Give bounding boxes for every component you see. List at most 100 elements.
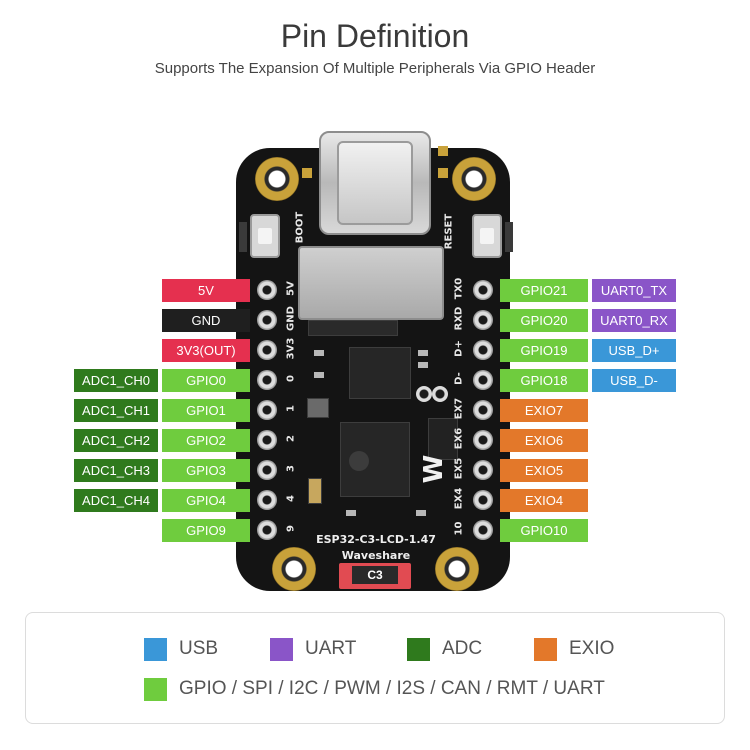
- legend-text: USB: [179, 638, 219, 659]
- svg-text:W: W: [419, 455, 448, 484]
- pin-hole: [257, 280, 277, 300]
- pin-label-3v3: 3V3(OUT): [162, 339, 250, 362]
- pad: [302, 168, 312, 178]
- adc-label: ADC1_CH1: [74, 399, 158, 422]
- boot-button-side: [239, 222, 247, 252]
- legend-swatch: [144, 637, 167, 661]
- pin-hole: [257, 340, 277, 360]
- legend-text: GPIO / SPI / I2C / PWM / I2S / CAN / RMT…: [179, 678, 605, 699]
- legend-box: USB UART ADC EXIO GPIO / SPI / I2C / PWM…: [25, 612, 725, 724]
- legend-swatch: [144, 677, 167, 701]
- pin-label-exio4: EXIO4: [500, 489, 588, 512]
- board-brand-name: Waveshare: [341, 549, 411, 562]
- sd-card-slot: [298, 246, 444, 320]
- legend-item-uart: UART: [270, 637, 356, 661]
- pin-hole: [473, 460, 493, 480]
- legend-swatch: [407, 637, 430, 661]
- pin-label-exio5: EXIO5: [500, 459, 588, 482]
- pin-label-5v: 5V: [162, 279, 250, 302]
- legend-item-exio: EXIO: [534, 637, 614, 661]
- reset-button-side: [505, 222, 513, 252]
- espressif-logo-icon: [349, 451, 369, 471]
- legend-text: UART: [305, 638, 357, 659]
- led: [432, 386, 448, 402]
- legend-text: ADC: [442, 638, 483, 659]
- func-label-usb-dp: USB_D+: [592, 339, 676, 362]
- regulator-chip: [349, 347, 411, 399]
- pin-label-gpio4: GPIO4: [162, 489, 250, 512]
- smd-component: [346, 510, 356, 516]
- pin-label-gpio20: GPIO20: [500, 309, 588, 332]
- pin-label-exio7: EXIO7: [500, 399, 588, 422]
- waveshare-logo-icon: W: [419, 455, 448, 484]
- pin-hole: [257, 310, 277, 330]
- smd-component: [416, 510, 426, 516]
- adc-label: ADC1_CH4: [74, 489, 158, 512]
- boot-button: [250, 214, 280, 258]
- pin-hole: [473, 280, 493, 300]
- mounting-hole-bottom-right: [435, 547, 479, 591]
- legend-swatch: [534, 637, 557, 661]
- esp32-c3-chip: [340, 422, 410, 497]
- pin-label-gpio2: GPIO2: [162, 429, 250, 452]
- func-label-uart0-tx: UART0_TX: [592, 279, 676, 302]
- pin-hole: [473, 400, 493, 420]
- pin-label-gpio1: GPIO1: [162, 399, 250, 422]
- c3-marking: C3: [352, 566, 398, 584]
- silk-label: 9: [285, 525, 297, 532]
- pad: [438, 146, 448, 156]
- pin-label-gpio19: GPIO19: [500, 339, 588, 362]
- mounting-hole-top-left: [255, 157, 299, 201]
- pin-label-gpio18: GPIO18: [500, 369, 588, 392]
- mounting-hole-top-right: [452, 157, 496, 201]
- pin-hole: [473, 340, 493, 360]
- pin-hole: [473, 490, 493, 510]
- pin-hole: [257, 430, 277, 450]
- pin-label-gpio10: GPIO10: [500, 519, 588, 542]
- reset-silk-label: RESET: [443, 213, 455, 250]
- silk-label: 10: [453, 521, 465, 536]
- pin-hole: [473, 370, 493, 390]
- legend-item-adc: ADC: [407, 637, 482, 661]
- pin-hole: [473, 430, 493, 450]
- pad: [438, 168, 448, 178]
- component: [307, 398, 329, 418]
- legend-text: EXIO: [569, 638, 615, 659]
- func-label-usb-dm: USB_D-: [592, 369, 676, 392]
- page-title: Pin Definition: [280, 18, 470, 54]
- usb-c-connector: [319, 131, 431, 235]
- pin-hole: [257, 400, 277, 420]
- adc-label: ADC1_CH0: [74, 369, 158, 392]
- pin-label-exio6: EXIO6: [500, 429, 588, 452]
- func-label-uart0-rx: UART0_RX: [592, 309, 676, 332]
- component: [308, 478, 322, 504]
- legend-item-gpio: GPIO / SPI / I2C / PWM / I2S / CAN / RMT…: [144, 677, 605, 701]
- smd-component: [418, 350, 428, 356]
- pin-label-gpio3: GPIO3: [162, 459, 250, 482]
- pin-hole: [257, 460, 277, 480]
- smd-component: [314, 372, 324, 378]
- legend-swatch: [270, 637, 293, 661]
- component: [308, 320, 398, 336]
- legend-item-usb: USB: [144, 637, 218, 661]
- pin-label-gpio0: GPIO0: [162, 369, 250, 392]
- pin-hole: [473, 310, 493, 330]
- pin-hole: [257, 520, 277, 540]
- pin-label-gnd: GND: [162, 309, 250, 332]
- smd-component: [418, 362, 428, 368]
- smd-component: [314, 350, 324, 356]
- led: [416, 386, 432, 402]
- pin-hole: [257, 370, 277, 390]
- component: [428, 418, 458, 460]
- adc-label: ADC1_CH2: [74, 429, 158, 452]
- board-model-name: ESP32-C3-LCD-1.47: [316, 533, 436, 546]
- reset-button: [472, 214, 502, 258]
- mounting-hole-bottom-left: [272, 547, 316, 591]
- pin-label-gpio21: GPIO21: [500, 279, 588, 302]
- adc-label: ADC1_CH3: [74, 459, 158, 482]
- pin-hole: [473, 520, 493, 540]
- pin-label-gpio9: GPIO9: [162, 519, 250, 542]
- pin-hole: [257, 490, 277, 510]
- page-subtitle: Supports The Expansion Of Multiple Perip…: [154, 60, 596, 77]
- boot-silk-label: BOOT: [294, 211, 306, 244]
